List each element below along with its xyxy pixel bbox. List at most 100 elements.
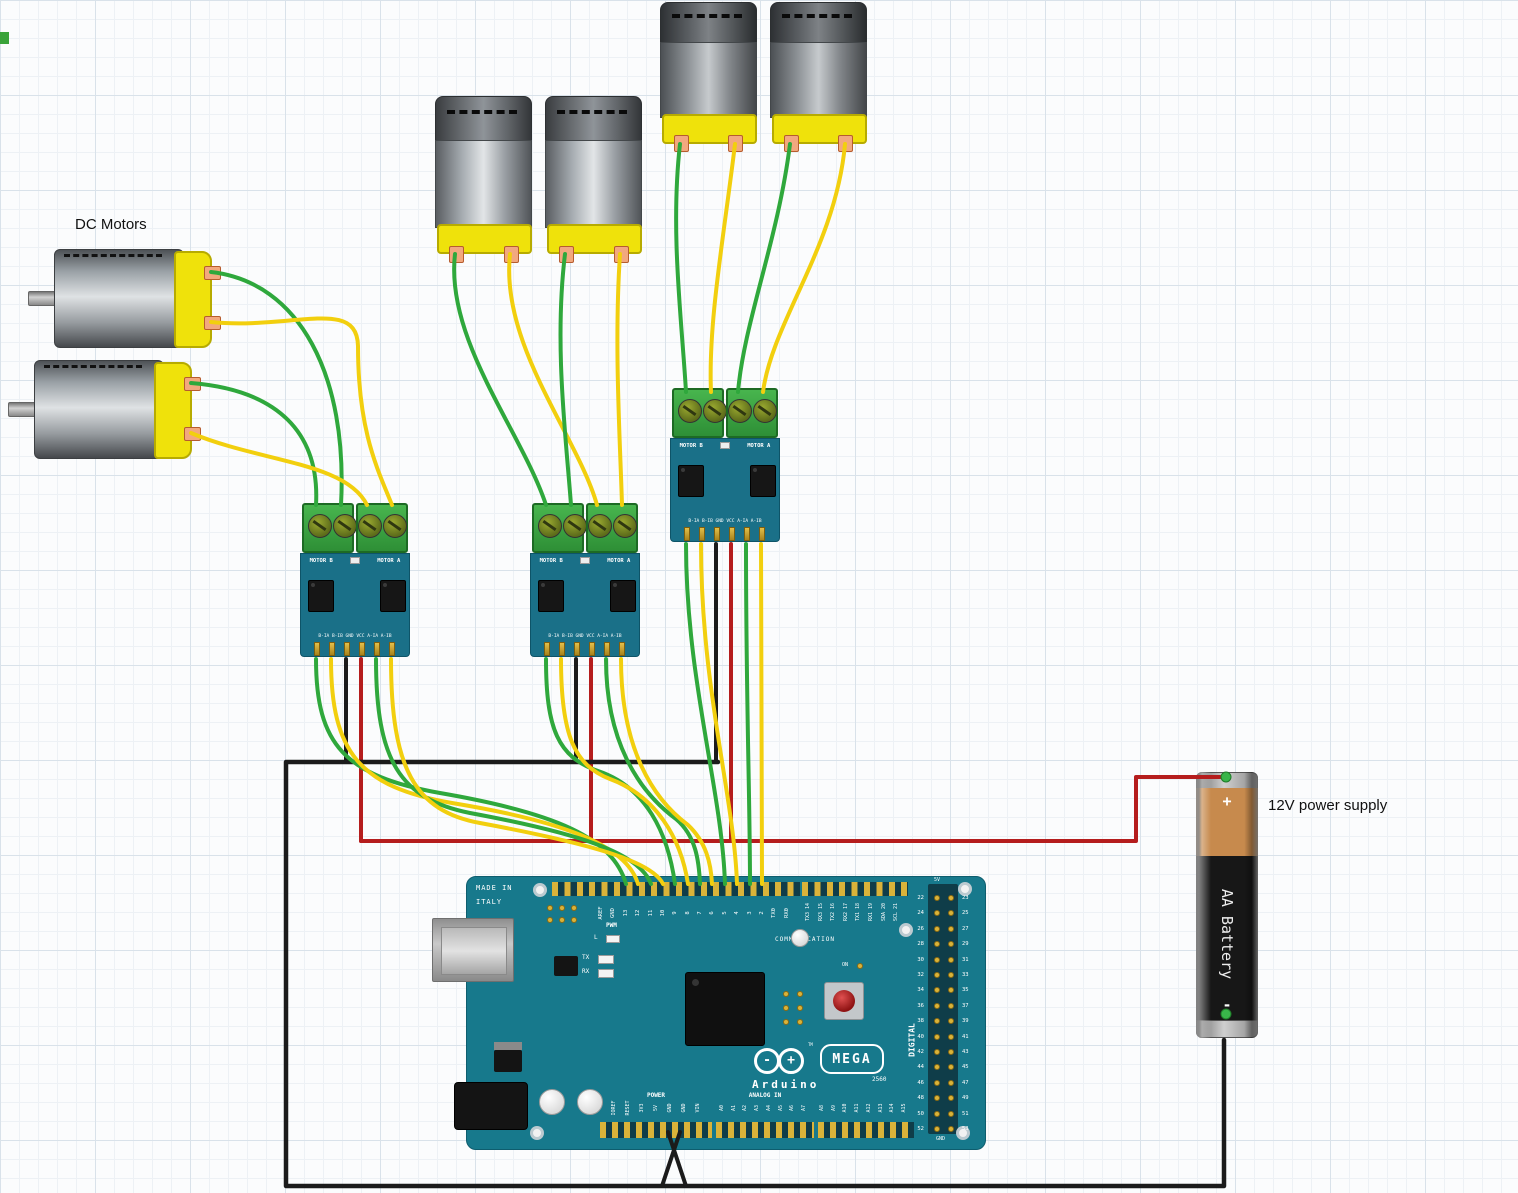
wire-motor3-green[interactable] — [452, 252, 548, 507]
header-pin[interactable] — [934, 1110, 940, 1117]
wire-sig-d3-aia[interactable] — [744, 542, 752, 886]
driver-pin-gnd[interactable] — [344, 642, 350, 656]
wire-gnd-bus-to-battery[interactable] — [283, 759, 1227, 1189]
driver-pin-a-ia[interactable] — [604, 642, 610, 656]
wire-sig-d3-aib[interactable] — [759, 542, 764, 886]
header-pin[interactable] — [934, 987, 940, 994]
terminal-screw[interactable] — [678, 399, 702, 423]
wire-motor1-green[interactable] — [209, 270, 344, 507]
communication-header-strip[interactable] — [802, 882, 908, 896]
header-pin[interactable] — [934, 925, 940, 932]
dc-motor-2[interactable] — [8, 360, 204, 459]
header-pin[interactable] — [948, 925, 954, 932]
terminal-screw[interactable] — [703, 399, 727, 423]
header-pin[interactable] — [934, 956, 940, 963]
header-pin[interactable] — [934, 1126, 940, 1132]
screw-terminal-block-a[interactable] — [586, 503, 638, 553]
header-pin[interactable] — [948, 1064, 954, 1071]
dc-motor-1[interactable] — [28, 249, 224, 348]
terminal-screw[interactable] — [588, 514, 612, 538]
terminal-screw[interactable] — [728, 399, 752, 423]
wire-motor5-yellow[interactable] — [708, 142, 737, 394]
screw-terminal-block-b[interactable] — [532, 503, 587, 553]
driver-pin-a-ia[interactable] — [374, 642, 380, 656]
dc-motor-3[interactable] — [435, 96, 532, 263]
wire-motor3-yellow[interactable] — [507, 252, 599, 507]
header-pin[interactable] — [948, 895, 954, 901]
driver-pin-b-ia[interactable] — [544, 642, 550, 656]
wire-sig-d2-bib[interactable] — [559, 657, 690, 886]
header-pin[interactable] — [934, 895, 940, 901]
terminal-screw[interactable] — [383, 514, 407, 538]
driver-pin-a-ib[interactable] — [389, 642, 395, 656]
header-pin[interactable] — [948, 941, 954, 948]
header-pin[interactable] — [934, 1079, 940, 1086]
driver-pin-b-ib[interactable] — [559, 642, 565, 656]
header-pin[interactable] — [934, 1049, 940, 1055]
header-pin[interactable] — [948, 987, 954, 994]
driver-pin-a-ib[interactable] — [619, 642, 625, 656]
motor-driver-3[interactable]: MOTOR B MOTOR A B-IA B-IB GND VCC A-IA A… — [670, 388, 780, 542]
header-pin[interactable] — [948, 1110, 954, 1117]
header-pin[interactable] — [948, 972, 954, 978]
wire-motor6-green[interactable] — [736, 142, 792, 394]
driver-pin-a-ib[interactable] — [759, 527, 765, 541]
terminal-screw[interactable] — [613, 514, 637, 538]
terminal-screw[interactable] — [538, 514, 562, 538]
header-pin[interactable] — [571, 917, 577, 923]
header-pin[interactable] — [797, 1005, 803, 1011]
reset-button[interactable] — [824, 982, 864, 1020]
screw-terminal-block-a[interactable] — [356, 503, 408, 553]
header-pin[interactable] — [934, 1002, 940, 1009]
wire-gnd-mega-a[interactable] — [666, 1130, 688, 1188]
wire-motor1-yellow[interactable] — [209, 316, 394, 507]
header-pin[interactable] — [547, 917, 553, 923]
wire-motor2-yellow[interactable] — [189, 431, 369, 507]
header-pin[interactable] — [934, 1064, 940, 1071]
header-pin[interactable] — [948, 1095, 954, 1102]
driver-pin-b-ia[interactable] — [314, 642, 320, 656]
header-pin[interactable] — [571, 905, 577, 911]
dc-motor-6[interactable] — [770, 2, 867, 152]
driver-pin-b-ia[interactable] — [684, 527, 690, 541]
wire-sig-d3-bia[interactable] — [684, 542, 727, 886]
motor-driver-1[interactable]: MOTOR B MOTOR A B-IA B-IB GND VCC A-IA A… — [300, 503, 410, 657]
header-pin[interactable] — [783, 1019, 789, 1025]
header-pin[interactable] — [934, 1018, 940, 1025]
header-pin[interactable] — [948, 1079, 954, 1086]
header-pin[interactable] — [948, 956, 954, 963]
driver-pin-vcc[interactable] — [729, 527, 735, 541]
driver-pin-a-ia[interactable] — [744, 527, 750, 541]
header-pin[interactable] — [934, 1033, 940, 1040]
wire-sig-d2-aib[interactable] — [619, 657, 714, 886]
terminal-screw[interactable] — [308, 514, 332, 538]
terminal-screw[interactable] — [563, 514, 587, 538]
wire-motor4-green[interactable] — [558, 252, 573, 507]
header-pin[interactable] — [783, 991, 789, 997]
header-pin[interactable] — [934, 972, 940, 978]
wire-motor6-yellow[interactable] — [761, 142, 847, 394]
wire-motor5-green[interactable] — [674, 142, 688, 394]
wire-motor4-yellow[interactable] — [615, 252, 624, 507]
driver-pin-vcc[interactable] — [589, 642, 595, 656]
screw-terminal-block-b[interactable] — [302, 503, 357, 553]
analog-header-strip-2[interactable] — [818, 1122, 914, 1138]
driver-pin-gnd[interactable] — [574, 642, 580, 656]
dc-motor-4[interactable] — [545, 96, 642, 263]
header-pin[interactable] — [559, 917, 565, 923]
header-pin[interactable] — [934, 1095, 940, 1102]
driver-pin-b-ib[interactable] — [329, 642, 335, 656]
driver-pin-gnd[interactable] — [714, 527, 720, 541]
header-pin[interactable] — [934, 941, 940, 948]
power-header-strip[interactable] — [600, 1122, 712, 1138]
driver-pin-b-ib[interactable] — [699, 527, 705, 541]
digital-double-header[interactable] — [928, 884, 958, 1134]
motor-driver-2[interactable]: MOTOR B MOTOR A B-IA B-IB GND VCC A-IA A… — [530, 503, 640, 657]
header-pin[interactable] — [934, 910, 940, 917]
header-pin[interactable] — [948, 1002, 954, 1009]
header-pin[interactable] — [948, 1033, 954, 1040]
header-pin[interactable] — [783, 1005, 789, 1011]
header-pin[interactable] — [948, 1049, 954, 1055]
driver-pin-vcc[interactable] — [359, 642, 365, 656]
header-pin[interactable] — [559, 905, 565, 911]
